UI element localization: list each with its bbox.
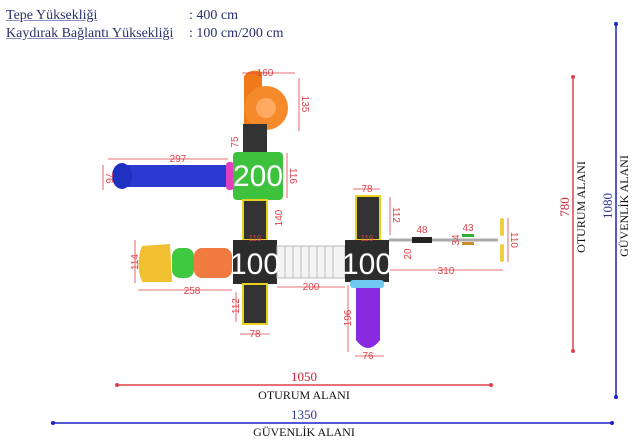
svg-text:43: 43 xyxy=(462,223,474,234)
svg-text:1050: 1050 xyxy=(291,369,317,384)
svg-text:GÜVENLİK ALANI: GÜVENLİK ALANI xyxy=(253,425,355,439)
horizontal-bars xyxy=(389,218,504,262)
svg-text:78: 78 xyxy=(361,184,373,195)
spiral-slide xyxy=(244,70,288,130)
svg-text:110: 110 xyxy=(508,232,519,248)
svg-text:1080: 1080 xyxy=(600,193,615,219)
svg-text:116: 116 xyxy=(287,168,298,184)
svg-text:112: 112 xyxy=(390,207,401,223)
safety-area-horizontal: 1350 GÜVENLİK ALANI xyxy=(51,407,614,439)
spec-value: : 100 cm/200 cm xyxy=(189,26,284,41)
svg-text:135: 135 xyxy=(299,96,310,113)
seating-area-vertical: 780 OTURUM ALANI xyxy=(557,75,588,353)
svg-text:OTURUM ALANI: OTURUM ALANI xyxy=(574,161,588,253)
dimension-labels: 160 135 75 297 76 116 140 114 258 112 78… xyxy=(103,68,519,362)
svg-text:78: 78 xyxy=(249,329,261,340)
platform-200 xyxy=(233,152,283,200)
ladder-top xyxy=(243,124,267,154)
svg-text:1350: 1350 xyxy=(291,407,317,422)
svg-text:196: 196 xyxy=(343,309,354,326)
stair-mid xyxy=(242,199,268,241)
dimension-lines xyxy=(102,72,509,357)
seating-area-horizontal: 1050 OTURUM ALANI xyxy=(115,369,493,402)
svg-text:112: 112 xyxy=(231,298,242,314)
svg-text:76: 76 xyxy=(103,172,114,184)
platform-height-label: 100 xyxy=(230,248,280,281)
svg-text:116: 116 xyxy=(361,234,374,243)
tube-slide-blue xyxy=(112,162,234,190)
svg-text:140: 140 xyxy=(274,209,285,226)
svg-text:OTURUM ALANI: OTURUM ALANI xyxy=(258,388,350,402)
svg-text:200: 200 xyxy=(303,282,320,293)
svg-text:160: 160 xyxy=(257,68,274,79)
spec-label: Tepe Yüksekliği xyxy=(6,8,98,23)
svg-text:75: 75 xyxy=(230,136,241,148)
slide-purple xyxy=(350,280,384,348)
tube-slide-yellow xyxy=(138,244,232,282)
svg-text:780: 780 xyxy=(557,197,572,217)
platform-height-label: 200 xyxy=(233,160,283,193)
svg-text:34: 34 xyxy=(451,234,462,246)
stair-left-bottom xyxy=(242,283,268,325)
svg-text:258: 258 xyxy=(184,286,201,297)
spec-value: : 400 cm xyxy=(189,8,238,23)
platform-height-label: 100 xyxy=(342,248,392,281)
svg-text:297: 297 xyxy=(170,154,187,165)
svg-text:20: 20 xyxy=(403,248,414,260)
platform-100-left xyxy=(233,240,277,284)
svg-text:114: 114 xyxy=(130,254,141,270)
bridge xyxy=(276,245,346,279)
svg-text:76: 76 xyxy=(362,351,374,362)
platform-100-right xyxy=(345,240,389,282)
safety-area-vertical: 1080 GÜVENLİK ALANI xyxy=(600,22,631,399)
svg-text:48: 48 xyxy=(416,225,428,236)
svg-text:310: 310 xyxy=(438,266,455,277)
spec-label: Kaydırak Bağlantı Yüksekliği xyxy=(6,26,174,41)
svg-text:116: 116 xyxy=(249,234,262,243)
svg-text:GÜVENLİK ALANI: GÜVENLİK ALANI xyxy=(617,155,631,257)
